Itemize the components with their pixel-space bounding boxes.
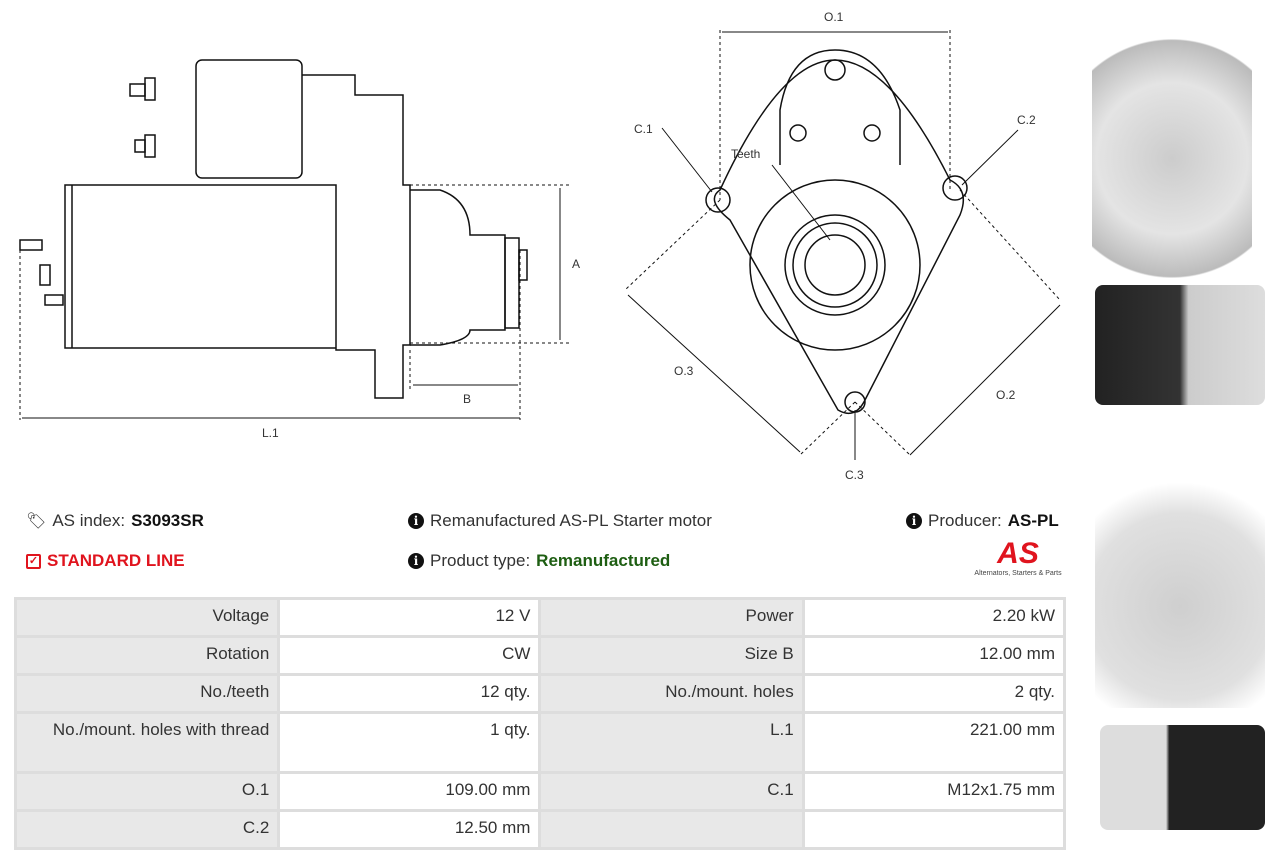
producer-label: Producer: [928,511,1002,530]
spec-label: No./mount. holes with thread [13,711,281,774]
info-icon: i [906,513,922,529]
producer-value: AS-PL [1007,511,1059,530]
side-view-drawing [19,59,570,420]
spec-value [801,809,1067,850]
spec-value: 12.50 mm [277,809,542,850]
description-text: Remanufactured AS-PL Starter motor [430,511,712,530]
product-photo-front[interactable] [1092,10,1252,280]
spec-value: 12.00 mm [801,635,1067,676]
spec-value: 2 qty. [801,673,1067,714]
dim-o3-label: O.3 [674,364,694,378]
spec-value: 109.00 mm [277,771,542,812]
spec-value: 1 qty. [277,711,542,774]
spec-label: No./mount. holes [538,673,805,714]
spec-value: M12x1.75 mm [801,771,1067,812]
front-view-drawing [624,30,1061,460]
standard-line-label: STANDARD LINE [47,551,185,570]
description: i Remanufactured AS-PL Starter motor [408,511,712,531]
spec-value: 12 qty. [277,673,542,714]
spec-label: Voltage [13,597,281,638]
dim-c2-label: C.2 [1017,113,1036,127]
as-pl-logo: AS Alternators, Starters & Parts [966,537,1070,578]
spec-value: 2.20 kW [801,597,1067,638]
spec-value: 221.00 mm [801,711,1067,774]
product-type-value: Remanufactured [536,551,671,570]
product-photo-rear[interactable] [1095,418,1265,708]
dim-l1-label: L.1 [262,426,279,440]
info-icon: i [408,553,424,569]
spec-label: C.1 [538,771,805,812]
dim-a-label: A [572,257,581,271]
spec-value: CW [277,635,542,676]
spec-label: No./teeth [13,673,281,714]
logo-mark: AS [997,537,1039,570]
product-photo-side[interactable] [1095,285,1265,405]
standard-line: ✓ STANDARD LINE [26,551,185,571]
product-type: i Product type: Remanufactured [408,551,670,571]
tags-icon: 🏷 [26,513,47,530]
dim-c3-label: C.3 [845,468,864,482]
as-index-label: AS index: [52,511,126,530]
spec-value: 12 V [277,597,542,638]
spec-label: L.1 [538,711,805,774]
dim-b-label: B [463,392,472,406]
spec-label: Size B [538,635,805,676]
logo-tagline: Alternators, Starters & Parts [974,570,1062,577]
teeth-label: Teeth [731,147,761,161]
producer: i Producer: AS-PL [906,511,1059,531]
dim-o1-label: O.1 [824,10,844,24]
as-index: 🏷 AS index: S3093SR [26,511,204,531]
check-square-icon: ✓ [26,553,41,569]
spec-label: Power [538,597,805,638]
dim-c1-label: C.1 [634,122,653,136]
spec-label [538,809,805,850]
as-index-value: S3093SR [131,511,204,530]
spec-label: C.2 [13,809,281,850]
product-type-label: Product type: [430,551,531,570]
info-icon: i [408,513,424,529]
dim-o2-label: O.2 [996,388,1016,402]
product-photo-label-side[interactable] [1100,725,1265,830]
spec-label: O.1 [13,771,281,812]
spec-label: Rotation [13,635,281,676]
